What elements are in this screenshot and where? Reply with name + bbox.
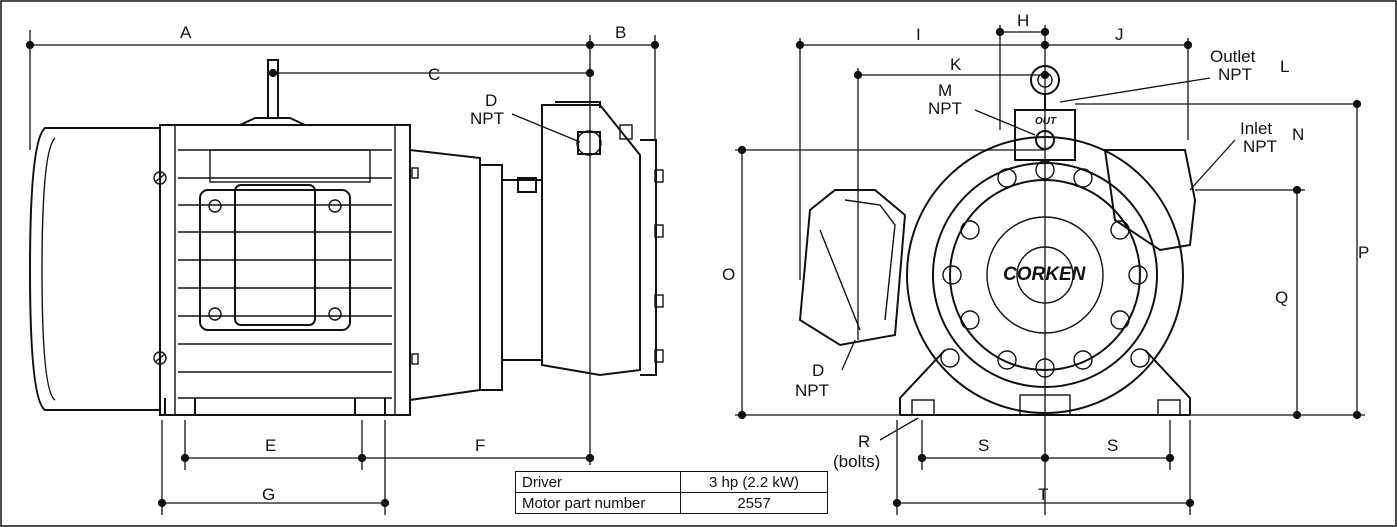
motor-end-cap	[28, 127, 161, 411]
dim-label-s-right: S	[1107, 436, 1118, 455]
outlet-boss	[1014, 109, 1076, 161]
side-view	[28, 59, 664, 416]
dim-label-f: F	[475, 436, 485, 455]
pump-case	[541, 104, 641, 377]
inlet-npt-label: NPT	[1243, 137, 1277, 156]
spec-table: Driver 3 hp (2.2 kW) Motor part number 2…	[515, 471, 828, 514]
out-mark: OUT	[1035, 116, 1057, 127]
conduit-box	[199, 189, 351, 331]
outlet-npt-label: NPT	[1218, 65, 1252, 84]
dim-label-d-right-npt: NPT	[795, 381, 829, 400]
spec-value: 2557	[680, 492, 828, 514]
dim-label-t: T	[1038, 485, 1048, 504]
cooling-fins	[178, 149, 392, 399]
dim-label-d-left-npt: NPT	[470, 109, 504, 128]
dim-label-m: M	[938, 81, 952, 100]
dim-label-c: C	[428, 65, 440, 84]
adapter-frame	[409, 149, 481, 401]
end-view-conduit-box	[798, 189, 907, 347]
dim-label-o: O	[722, 265, 735, 284]
dim-label-p: P	[1358, 243, 1369, 262]
dim-label-e: E	[265, 436, 276, 455]
side-view-dimensions	[25, 30, 660, 515]
dim-label-b: B	[615, 23, 626, 42]
spec-key: Driver	[515, 471, 681, 493]
dim-label-h: H	[1017, 11, 1029, 30]
dim-label-a: A	[180, 23, 192, 42]
dim-label-g: G	[262, 485, 275, 504]
dim-label-j: J	[1115, 25, 1124, 44]
outlet-label: Outlet	[1210, 47, 1256, 66]
dim-label-q: Q	[1275, 288, 1288, 307]
end-view	[798, 65, 1197, 416]
spec-row-driver: Driver 3 hp (2.2 kW)	[515, 471, 828, 493]
dim-label-i: I	[916, 25, 921, 44]
inlet-label: Inlet	[1240, 119, 1272, 138]
motor-foot-right	[354, 398, 386, 416]
left-d-port	[577, 131, 601, 155]
end-view-dimensions	[735, 25, 1365, 515]
spec-value: 3 hp (2.2 kW)	[680, 471, 828, 493]
dim-label-k: K	[950, 55, 962, 74]
motor-foot-left	[164, 398, 196, 416]
dim-label-d-left: D	[485, 91, 497, 110]
lifting-lug	[267, 59, 279, 119]
end-view-foot-right	[1144, 349, 1191, 415]
spec-row-motor-part: Motor part number 2557	[515, 492, 828, 514]
end-view-foot-left	[899, 349, 946, 415]
dim-label-r-bolts: (bolts)	[833, 452, 880, 471]
dim-label-m-npt: NPT	[928, 99, 962, 118]
dim-label-d-right: D	[812, 361, 824, 380]
spec-key: Motor part number	[515, 492, 681, 514]
dim-label-n: N	[1292, 125, 1304, 144]
dim-label-s-left: S	[978, 436, 989, 455]
dim-label-r: R	[858, 432, 870, 451]
dim-label-l: L	[1280, 57, 1289, 76]
inlet-boss	[1103, 149, 1197, 252]
